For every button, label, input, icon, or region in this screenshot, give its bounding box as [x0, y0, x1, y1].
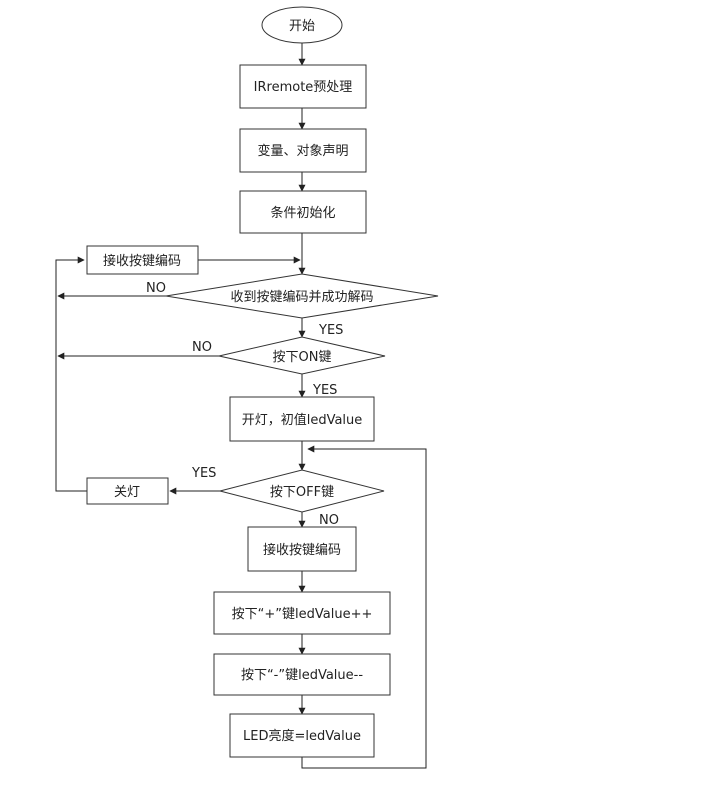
edge-loop-left — [55, 256, 87, 492]
plus-key-label: 按下“+”键ledValue++ — [232, 607, 373, 622]
init-label: 条件初始化 — [270, 205, 335, 221]
declare-box — [239, 128, 367, 173]
receive-left-label: 接收按键编码 — [103, 253, 181, 269]
light-off-box — [86, 477, 169, 505]
on-yes-label: YES — [312, 383, 337, 398]
declare-label: 变量、对象声明 — [257, 143, 348, 159]
off-no-label: NO — [319, 513, 339, 528]
brightness-label: LED亮度=ledValue — [243, 728, 361, 744]
receive-box-left — [86, 245, 199, 275]
decoded-decision — [165, 273, 439, 319]
start-terminal — [261, 6, 343, 44]
start-label: 开始 — [289, 19, 315, 34]
minus-key-box — [213, 653, 391, 696]
edge-loop-right — [301, 445, 427, 769]
light-on-box — [229, 396, 375, 442]
on-decision-label: 按下ON键 — [273, 350, 332, 365]
brightness-box — [229, 713, 375, 758]
preprocess-label: IRremote预处理 — [254, 80, 353, 95]
preprocess-box — [239, 64, 367, 109]
plus-key-box — [213, 591, 391, 635]
off-yes-label: YES — [191, 466, 216, 481]
off-decision-label: 按下OFF键 — [270, 485, 334, 500]
light-off-label: 关灯 — [114, 485, 140, 500]
receive-main-label: 接收按键编码 — [263, 542, 341, 558]
light-on-label: 开灯，初值ledValue — [242, 412, 363, 428]
init-box — [239, 190, 367, 234]
receive-box-main — [247, 526, 357, 572]
decoded-decision-label: 收到按键编码并成功解码 — [230, 290, 373, 305]
decoded-no-label: NO — [146, 281, 166, 296]
off-decision — [219, 469, 385, 513]
on-decision — [218, 336, 386, 375]
minus-key-label: 按下“-”键ledValue-- — [241, 668, 363, 683]
decoded-yes-label: YES — [318, 323, 343, 338]
on-no-label: NO — [192, 340, 212, 355]
